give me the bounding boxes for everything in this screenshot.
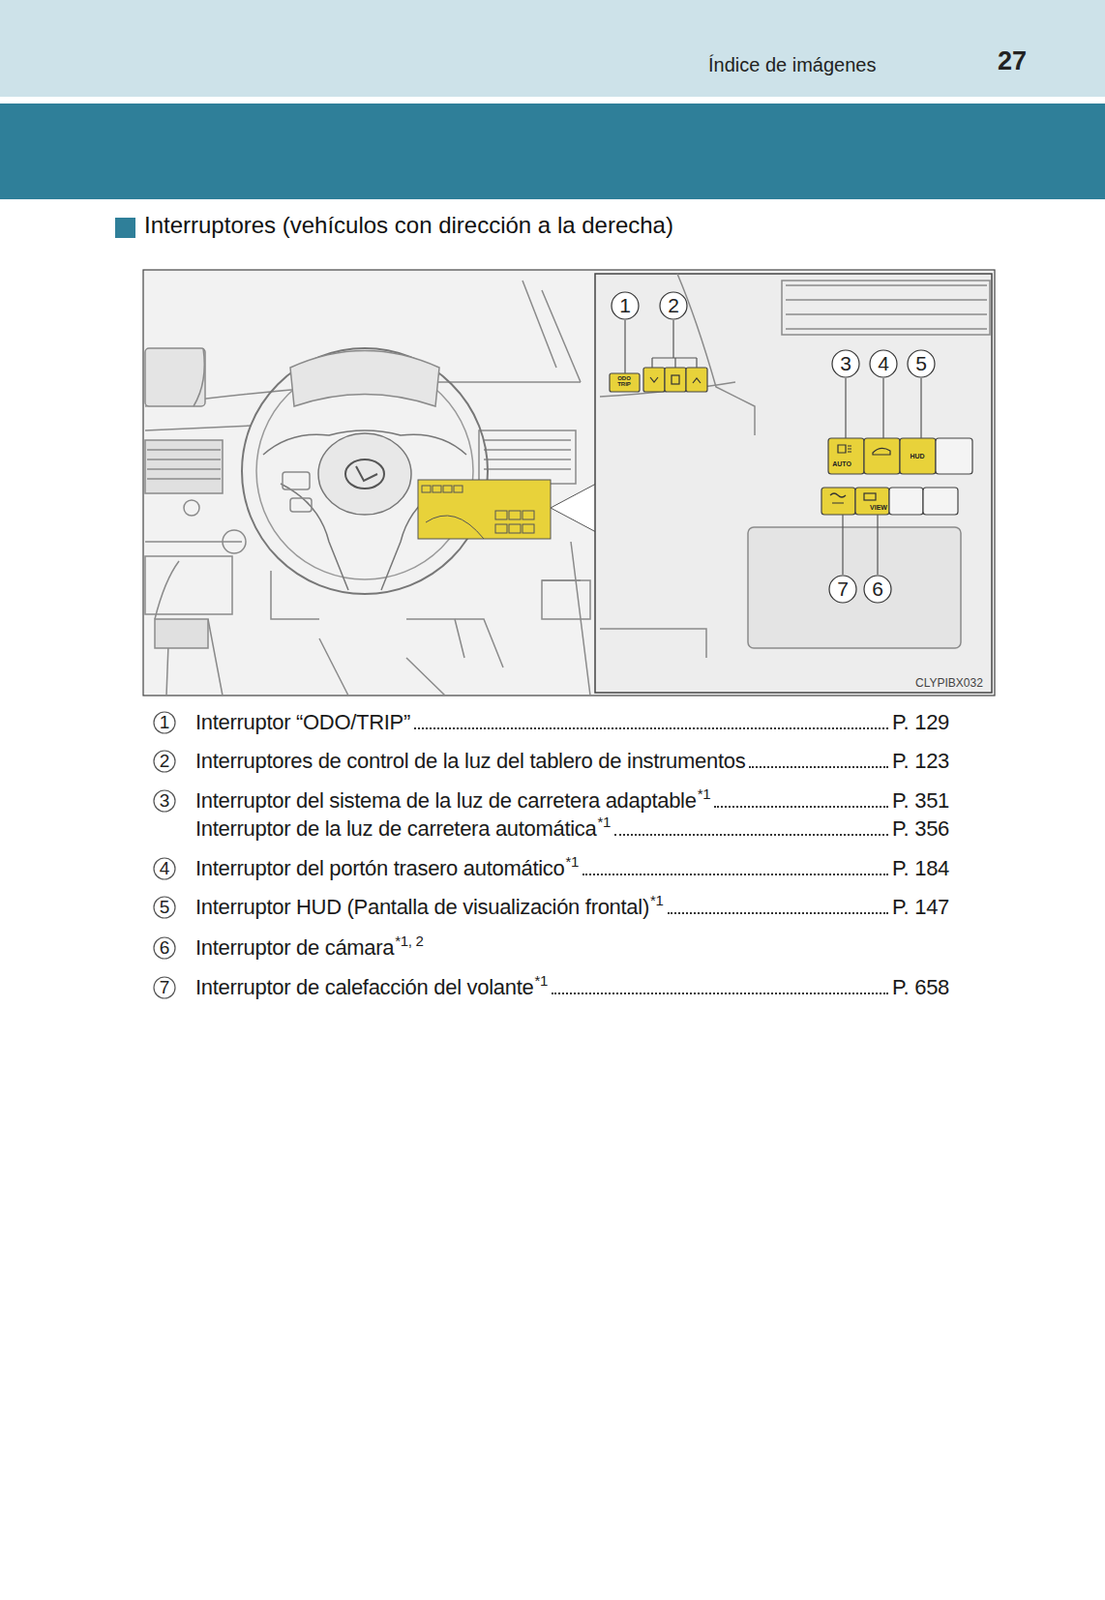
page-number: 27 (997, 46, 1027, 77)
page-reference: P. 129 (892, 710, 950, 736)
button-label: ODO TRIP (614, 376, 634, 388)
callout-number: 7 (152, 977, 177, 999)
callout-number: 4 (870, 352, 896, 376)
callout-number: 3 (833, 352, 859, 376)
dot-leader (582, 873, 889, 876)
page-reference: P. 123 (892, 748, 950, 775)
page-reference: P. 147 (892, 895, 950, 921)
list-row: Interruptor HUD (Pantalla de visualizaci… (195, 895, 950, 921)
callout-number: 6 (152, 937, 177, 959)
item-text: Interruptor del portón trasero automátic… (195, 856, 565, 882)
dot-leader (551, 992, 889, 995)
callout-number: 5 (152, 896, 177, 919)
item-text: Interruptores de control de la luz del t… (195, 748, 746, 775)
footnote-mark: *1 (565, 853, 579, 870)
list-row: Interruptor de la luz de carretera autom… (195, 816, 950, 842)
list-row: Interruptor del sistema de la luz de car… (195, 788, 950, 814)
list-row: Interruptor del portón trasero automátic… (195, 856, 950, 882)
button-label: AUTO (832, 460, 852, 468)
page-reference: P. 658 (892, 975, 950, 1001)
item-text: Interruptor HUD (Pantalla de visualizaci… (195, 895, 650, 921)
list-row: Interruptor “ODO/TRIP” P. 129 (195, 710, 950, 736)
section-heading: Índice de imágenes (708, 54, 876, 77)
page-title: Interruptores (vehículos con dirección a… (144, 211, 674, 239)
button-label: HUD (909, 452, 925, 460)
figure-code: CLYPIBX032 (915, 676, 984, 690)
item-text: Interruptor “ODO/TRIP” (195, 710, 411, 736)
dot-leader (614, 834, 889, 837)
callout-number: 2 (660, 294, 687, 318)
list-row: Interruptores de control de la luz del t… (195, 748, 950, 775)
callout-number: 3 (152, 790, 177, 812)
callout-number: 2 (152, 750, 177, 773)
dot-leader (748, 766, 889, 769)
item-text: Interruptor de calefacción del volante (195, 975, 534, 1001)
callout-number: 1 (152, 712, 177, 734)
list-row: Interruptor de calefacción del volante*1… (195, 975, 950, 1001)
item-text: Interruptor de la luz de carretera autom… (195, 816, 598, 842)
page-reference: P. 351 (892, 788, 950, 814)
page-reference: P. 356 (892, 816, 950, 842)
footnote-mark: *1 (597, 813, 612, 831)
callout-number: 7 (830, 577, 856, 601)
button-label: VIEW (869, 504, 888, 511)
callout-number: 1 (612, 294, 638, 318)
item-text: Interruptor de cámara (195, 935, 394, 961)
callout-number: 4 (152, 858, 177, 880)
footnote-mark: *1 (650, 892, 664, 909)
header-band: Índice de imágenes 27 (0, 0, 1105, 97)
footnote-mark: *1 (534, 972, 548, 989)
dot-leader (414, 727, 889, 730)
item-text: Interruptor del sistema de la luz de car… (195, 788, 697, 814)
footnote-mark: *1 (697, 785, 712, 803)
dot-leader (714, 806, 889, 808)
footnote-mark: *1, 2 (394, 932, 423, 950)
dot-leader (667, 912, 890, 915)
list-row: Interruptor de cámara*1, 2 (195, 935, 950, 961)
callout-number: 6 (865, 577, 891, 601)
header-band-dark (0, 103, 1105, 200)
page-reference: P. 184 (892, 856, 950, 882)
callout-number: 5 (908, 352, 934, 376)
